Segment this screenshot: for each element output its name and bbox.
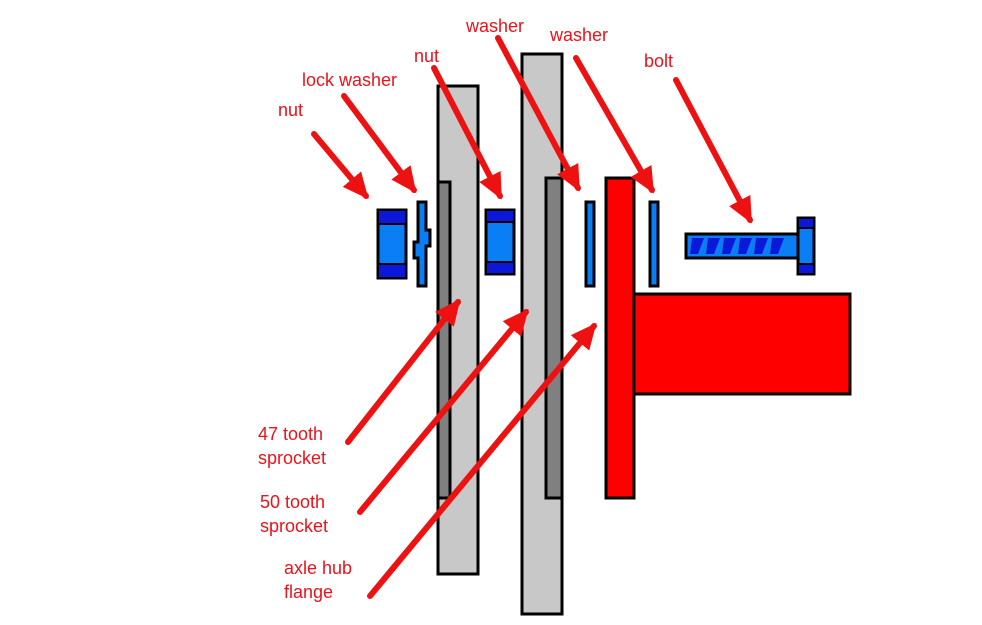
arrow-sprocket-50 [357,308,529,515]
label-axle-hub-line1: axle hub [284,558,352,578]
washer-right-part [648,200,660,288]
arrow-axle-hub [367,322,597,599]
arrow-washer-right [573,55,655,194]
axle-hub-shaft [630,292,852,396]
label-sprocket-50-line2: sprocket [260,516,328,536]
arrow-bolt [673,77,753,224]
arrow-lock-washer [341,93,417,194]
label-washer-right: washer [549,25,608,45]
nut-inner-part [484,208,516,276]
label-nut-inner: nut [414,46,439,66]
label-washer-left: washer [465,16,524,36]
arrow-nut-inner [431,65,503,200]
label-axle-hub-line2: flange [284,582,333,602]
label-nut-outer: nut [278,100,303,120]
label-sprocket-47-line2: sprocket [258,448,326,468]
bolt-part [684,216,816,276]
nut-outer-part [376,208,408,280]
arrow-washer-left [495,35,581,192]
arrow-sprocket-47 [345,298,461,445]
label-lock-washer: lock washer [302,70,397,90]
washer-left-part [584,200,596,288]
label-sprocket-50-line1: 50 tooth [260,492,325,512]
sprocket-50-hub [544,176,564,500]
sprocket-47-hub [436,180,452,500]
lock-washer-part [412,200,432,288]
arrow-nut-outer [311,131,369,200]
axle-hub-flange [604,176,636,500]
label-sprocket-47-line1: 47 tooth [258,424,323,444]
label-bolt: bolt [644,51,673,71]
